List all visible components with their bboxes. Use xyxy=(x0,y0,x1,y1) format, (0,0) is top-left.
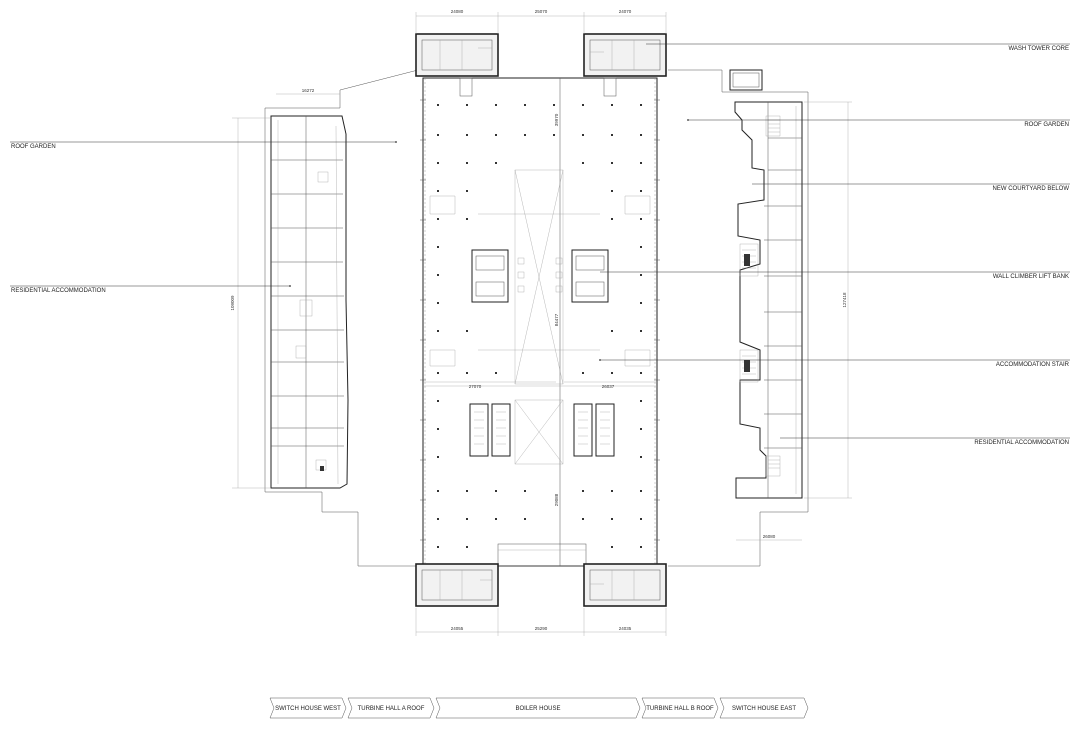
dim-hall-span-left: 27070 xyxy=(469,384,482,389)
lift-bank-east xyxy=(555,249,609,303)
label-residential-west: RESIDENTIAL ACCOMMODATION xyxy=(11,288,106,294)
dim-hall-lower: 29088 xyxy=(554,493,559,506)
core-south-east xyxy=(583,563,667,607)
label-wall-climber: WALL CLIMBER LIFT BANK xyxy=(993,274,1069,280)
dim-west-width: 16272 xyxy=(302,88,315,93)
dim-west-height: 109009 xyxy=(230,295,235,311)
dim-bottom-mid: 25290 xyxy=(535,626,548,631)
lift-bank-west xyxy=(471,249,525,303)
dim-bottom-right: 24035 xyxy=(619,626,632,631)
annotation-leaders xyxy=(10,43,1070,439)
band-switch-house-east: SWITCH HOUSE EAST xyxy=(732,706,796,712)
turbine-hall xyxy=(420,77,660,567)
band-turbine-hall-b-roof: TURBINE HALL B ROOF xyxy=(646,706,714,712)
dimension-lines xyxy=(232,12,852,636)
band-boiler-house: BOILER HOUSE xyxy=(515,706,560,712)
label-roof-garden-west: ROOF GARDEN xyxy=(11,144,56,150)
dim-east-height: 127418 xyxy=(842,292,847,308)
stair-core-east xyxy=(573,403,615,457)
stair-core-west xyxy=(469,403,511,457)
dim-east-width: 26080 xyxy=(763,534,776,539)
roof-plant xyxy=(729,69,763,91)
dim-bottom-left: 24055 xyxy=(451,626,464,631)
core-north-east xyxy=(583,33,667,97)
dim-top-right: 24070 xyxy=(619,9,632,14)
building-band xyxy=(269,697,809,719)
west-residential-block xyxy=(270,115,349,489)
dim-hall-mid: 84477 xyxy=(554,313,559,326)
east-residential-block xyxy=(734,101,803,499)
label-roof-garden-east: ROOF GARDEN xyxy=(1024,122,1069,128)
band-switch-house-west: SWITCH HOUSE WEST xyxy=(275,706,341,712)
dim-hall-span-right: 26037 xyxy=(602,384,615,389)
roof-outline-east xyxy=(668,69,809,567)
dim-hall-upper: 39970 xyxy=(554,113,559,126)
band-turbine-hall-a-roof: TURBINE HALL A ROOF xyxy=(358,706,425,712)
label-new-courtyard: NEW COURTYARD BELOW xyxy=(993,186,1070,192)
label-wash-tower-core: WASH TOWER CORE xyxy=(1008,46,1069,52)
core-south-west xyxy=(415,563,499,607)
dim-top-left: 24080 xyxy=(451,9,464,14)
core-north-west xyxy=(415,33,499,97)
label-accommodation-stair: ACCOMMODATION STAIR xyxy=(996,362,1070,368)
roof-outline xyxy=(264,69,419,567)
label-residential-east: RESIDENTIAL ACCOMMODATION xyxy=(974,440,1069,446)
dim-top-mid: 25070 xyxy=(535,9,548,14)
